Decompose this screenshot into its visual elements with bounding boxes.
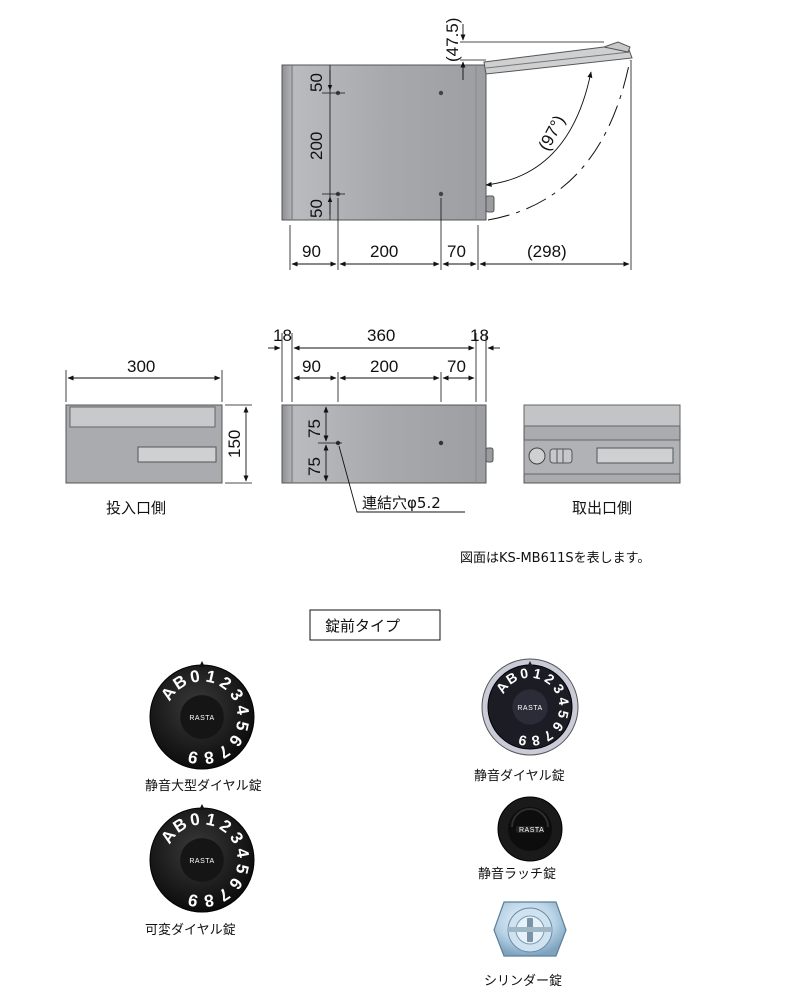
dial-digit: 1: [204, 667, 217, 688]
lock-label-latch: 静音ラッチ錠: [478, 866, 556, 882]
takeout-side-view: 取出口側: [523, 404, 681, 517]
lock-types-heading: 錠前タイプ: [325, 617, 400, 635]
hole-marker: [438, 191, 444, 197]
dim-18-left: 18: [273, 326, 292, 345]
dim-70: 70: [447, 357, 466, 376]
insert-side-view: 300 150 投入口側: [65, 357, 252, 517]
dial-hub: [512, 689, 548, 725]
dial-digit: 0: [189, 666, 202, 686]
hole-marker: [438, 90, 444, 96]
drawing-note: 図面はKS-MB611Sを表します。: [460, 551, 650, 566]
dial-hub: [180, 695, 224, 739]
lock-label-silent-dial: 静音ダイヤル錠: [474, 768, 565, 784]
side-view: 18 360 18 90 200 70 75 75 連結穴φ5.2: [268, 326, 500, 513]
lock-label-variable-dial: 可変ダイヤル錠: [145, 922, 236, 938]
dial-digit: 0: [189, 809, 202, 829]
label-takeout-side: 取出口側: [572, 499, 632, 517]
hole-marker: [438, 440, 444, 446]
latch-brand: RASTA: [519, 827, 544, 834]
dim-horiz-90: 90: [302, 242, 321, 261]
dim-horiz-298: (298): [527, 242, 567, 261]
lock-types-heading-box: [309, 609, 441, 641]
lock-label-cylinder: シリンダー錠: [484, 974, 562, 989]
dim-300: 300: [127, 357, 155, 376]
dial-pointer: [199, 804, 205, 810]
dim-150: 150: [225, 430, 244, 458]
dial-digit: 1: [204, 810, 217, 831]
dim-75-bottom: 75: [305, 457, 324, 476]
label-insert-side: 投入口側: [106, 499, 166, 517]
latch-lock-icon: RASTA: [497, 796, 563, 862]
dim-75-top: 75: [305, 419, 324, 438]
dial-digit: 4: [232, 704, 252, 717]
label-connection-hole: 連結穴φ5.2: [362, 494, 441, 512]
dial-digit: 9: [517, 732, 528, 749]
dial-digit: 0: [519, 665, 530, 682]
dial-digit: 4: [555, 696, 572, 707]
cylinder-lock-icon: [493, 901, 567, 957]
dial-digit: 4: [232, 847, 252, 860]
dim-vert-200: 200: [307, 132, 326, 160]
dim-horiz-70: 70: [447, 242, 466, 261]
dim-90: 90: [302, 357, 321, 376]
dial-pointer: [199, 661, 205, 667]
dial-digit: 8: [203, 890, 216, 910]
dial-pointer: [527, 661, 533, 667]
dim-horiz-200: 200: [370, 242, 398, 261]
dial-digit: 5: [232, 719, 253, 732]
top-view-box: [281, 64, 487, 221]
dim-47-5: (47.5): [443, 18, 462, 62]
dial-digit: 8: [203, 747, 216, 767]
dim-vert-50-bottom: 50: [307, 199, 326, 218]
dial-digit: 9: [186, 890, 199, 911]
dial-digit: 9: [186, 747, 199, 768]
dim-360: 360: [367, 326, 395, 345]
lock-label-large-dial: 静音大型ダイヤル錠: [145, 778, 262, 794]
dial-digit: 5: [555, 709, 572, 720]
dial-digit: 5: [232, 862, 253, 875]
dial-brand: RASTA: [189, 858, 214, 865]
dial-hub: [180, 838, 224, 882]
dial-brand: RASTA: [189, 715, 214, 722]
top-view: (47.5) (97°) 50 200 50 90 200 70 (298): [281, 18, 633, 270]
dim-vert-50-top: 50: [307, 73, 326, 92]
dim-18-right: 18: [470, 326, 489, 345]
dim-97-deg: (97°): [535, 112, 569, 154]
dial-digit: 1: [532, 665, 543, 682]
dial-digit: 8: [530, 732, 541, 749]
open-lid: [483, 41, 633, 75]
dim-200: 200: [370, 357, 398, 376]
dial-brand: RASTA: [517, 705, 542, 712]
